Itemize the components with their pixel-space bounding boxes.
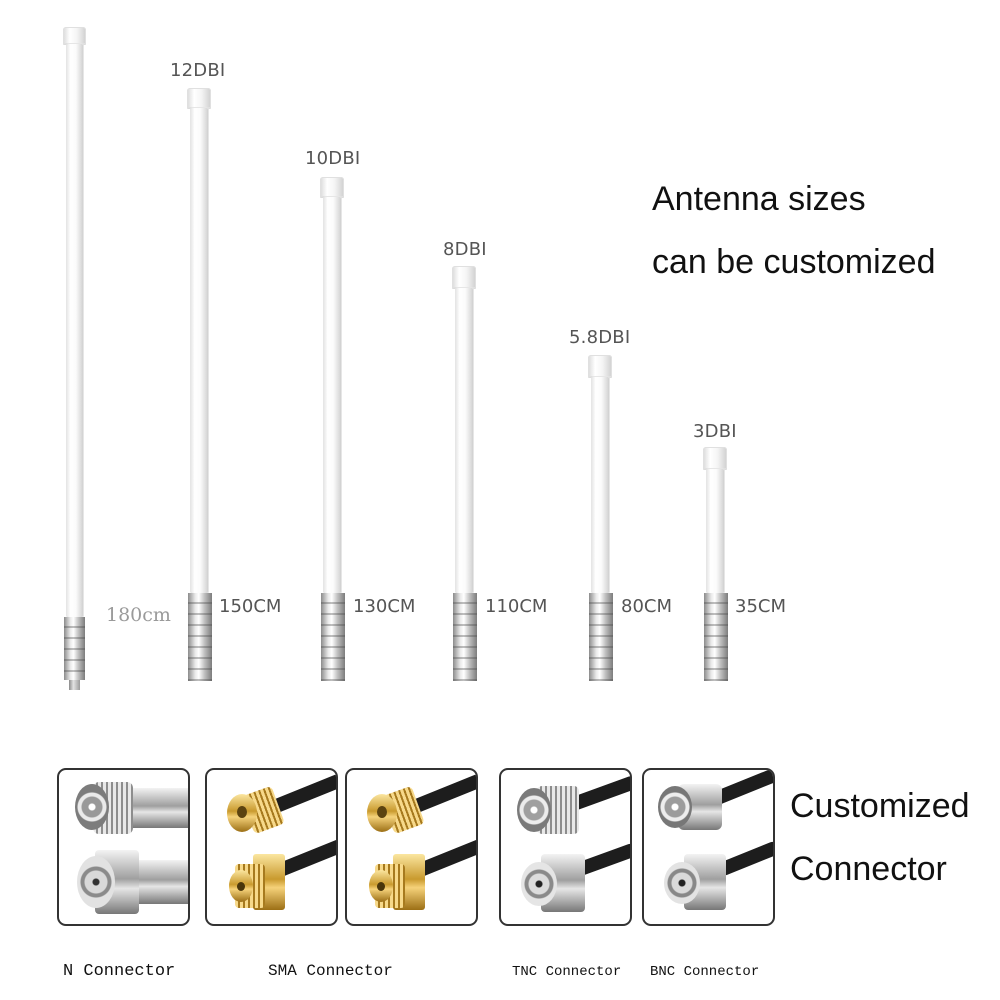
headline-line-1: Antenna sizes xyxy=(652,180,866,218)
antenna-connector-base xyxy=(321,593,345,681)
length-label: 35CM xyxy=(735,596,787,617)
gain-label: 8DBI xyxy=(443,239,487,260)
connector-caption: BNC Connector xyxy=(650,964,760,980)
connector-caption: N Connector xyxy=(63,962,176,981)
antenna-radome xyxy=(66,43,84,618)
antenna-tip xyxy=(69,680,80,690)
sma-connector-card-2 xyxy=(345,768,478,926)
connector-caption: TNC Connector xyxy=(512,964,622,980)
length-label: 110CM xyxy=(485,596,548,617)
antenna-connector-base xyxy=(589,593,613,681)
length-label: 80CM xyxy=(621,596,673,617)
antenna-cap xyxy=(187,88,211,108)
antenna-cap xyxy=(320,177,344,197)
bnc-connector-card xyxy=(642,768,775,926)
antenna-connector-base xyxy=(64,617,85,680)
antenna-cap xyxy=(452,266,476,288)
antenna-radome xyxy=(591,376,610,594)
antenna-cap xyxy=(63,27,86,44)
connector-heading-line-2: Connector xyxy=(790,850,947,888)
length-label: 150CM xyxy=(219,596,282,617)
antenna-connector-base xyxy=(704,593,728,681)
antenna-radome xyxy=(190,107,209,594)
connector-heading-line-1: Customized xyxy=(790,787,970,825)
antenna-radome xyxy=(323,196,342,594)
antenna-connector-base xyxy=(453,593,477,681)
tnc-connector-card xyxy=(499,768,632,926)
antenna-cap xyxy=(588,355,612,377)
connector-caption: SMA Connector xyxy=(268,962,393,980)
gain-label: 5.8DBI xyxy=(569,327,631,348)
n-connector-card xyxy=(57,768,190,926)
antenna-radome xyxy=(706,468,725,594)
gain-label: 10DBI xyxy=(305,148,361,169)
headline-line-2: can be customized xyxy=(652,243,936,281)
length-label: 180cm xyxy=(106,604,171,626)
antenna-radome xyxy=(455,287,474,594)
gain-label: 12DBI xyxy=(170,60,226,81)
sma-connector-card-1 xyxy=(205,768,338,926)
length-label: 130CM xyxy=(353,596,416,617)
antenna-cap xyxy=(703,447,727,469)
antenna-connector-base xyxy=(188,593,212,681)
gain-label: 3DBI xyxy=(693,421,737,442)
